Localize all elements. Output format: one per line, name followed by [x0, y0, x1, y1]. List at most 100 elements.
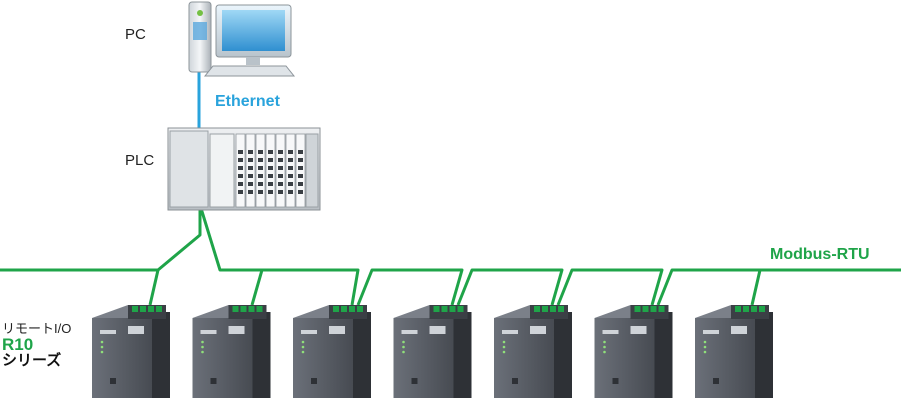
module-status-led — [100, 350, 104, 354]
plc-io-card — [245, 133, 256, 208]
plc-terminal — [248, 182, 253, 186]
module-terminal-green — [156, 306, 162, 312]
plc-terminal — [238, 158, 243, 162]
plc-terminal — [258, 182, 263, 186]
module-status-led — [703, 350, 707, 354]
module-terminal-green — [542, 306, 548, 312]
plc-io-card — [295, 133, 306, 208]
plc-terminal — [288, 166, 293, 170]
r10-module-4 — [393, 305, 472, 398]
trunk-segment-e — [456, 268, 564, 306]
module-status-led — [502, 340, 506, 344]
module-top-bevel — [92, 305, 128, 318]
plc-terminal — [268, 182, 273, 186]
module-status-led — [603, 350, 606, 354]
r10-module-2 — [192, 305, 271, 398]
module-terminal-green — [341, 306, 347, 312]
plc-terminal — [298, 182, 303, 186]
trunk-segment-a — [148, 269, 160, 306]
module-terminal-green — [642, 306, 649, 312]
plc-cpu-unit — [209, 133, 235, 208]
plc-terminal — [278, 150, 283, 154]
plc-terminal — [288, 190, 293, 194]
module-status-led — [603, 345, 606, 349]
plc-end-cap — [305, 133, 319, 208]
pc-monitor-stand — [246, 57, 260, 65]
plc-terminal — [298, 174, 303, 178]
module-logo-plate — [401, 330, 418, 334]
module-terminal-green — [349, 306, 355, 312]
r10-module-7 — [695, 305, 773, 398]
module-status-led — [703, 340, 707, 344]
plc-terminal — [288, 158, 293, 162]
module-terminal-green — [433, 306, 440, 312]
module-terminal-green — [534, 306, 540, 312]
plc-terminal — [248, 166, 253, 170]
plc-terminal — [248, 150, 253, 154]
module-logo-plate — [100, 330, 116, 334]
series-line-1: リモートI/O — [2, 321, 72, 336]
module-top-bevel — [393, 305, 430, 318]
module-name-plate — [630, 326, 647, 334]
trunk-segment-d — [356, 268, 464, 306]
module-connector — [612, 378, 619, 384]
module-status-led — [100, 345, 104, 349]
module-status-led — [301, 350, 305, 354]
plc-terminal — [288, 182, 293, 186]
plc-terminal — [248, 158, 253, 162]
series-line-2: R10 — [2, 334, 34, 354]
pc-monitor-screen — [222, 10, 285, 51]
module-terminal-green — [140, 306, 146, 312]
pc-drive-bay — [193, 22, 207, 40]
plc-terminal — [298, 190, 303, 194]
plc-terminal — [268, 174, 273, 178]
plc-terminal — [238, 174, 243, 178]
module-terminal-green — [232, 306, 239, 312]
module-terminal-green — [558, 306, 564, 312]
module-rear-plate — [353, 312, 371, 398]
module-status-led — [100, 340, 104, 344]
module-rear-plate — [453, 312, 472, 398]
module-terminal-green — [441, 306, 448, 312]
module-logo-plate — [502, 330, 518, 334]
module-name-plate — [128, 326, 144, 334]
plc-terminal — [258, 166, 263, 170]
module-top-bevel — [192, 305, 229, 318]
module-rear-plate — [554, 312, 572, 398]
module-terminal-green — [634, 306, 641, 312]
plc-drop-right — [198, 204, 262, 272]
module-status-led — [603, 340, 606, 344]
module-name-plate — [329, 326, 345, 334]
module-rear-plate — [654, 312, 673, 398]
r10-module-5 — [494, 305, 572, 398]
modbus-bus — [0, 200, 901, 306]
module-status-led — [201, 340, 204, 344]
module-name-plate — [429, 326, 446, 334]
module-status-led — [301, 340, 305, 344]
module-logo-plate — [200, 330, 217, 334]
module-status-led — [301, 345, 305, 349]
module-rear-plate — [755, 312, 773, 398]
plc-rack — [167, 127, 321, 211]
module-connector — [311, 378, 317, 384]
plc-io-card — [285, 133, 296, 208]
plc-terminal — [248, 190, 253, 194]
module-connector — [411, 378, 418, 384]
module-status-led — [502, 350, 506, 354]
module-terminal-green — [132, 306, 138, 312]
plc-io-card — [255, 133, 266, 208]
module-terminal-green — [248, 306, 255, 312]
modbus-label: Modbus-RTU — [770, 246, 870, 263]
series-line-3: シリーズ — [2, 352, 62, 370]
pc-keyboard — [203, 65, 296, 77]
series-caption: リモートI/O R10 シリーズ — [2, 322, 71, 369]
module-terminal-green — [735, 306, 741, 312]
module-name-plate — [228, 326, 245, 334]
plc-terminal — [278, 158, 283, 162]
module-status-led — [402, 345, 405, 349]
plc-terminal — [258, 158, 263, 162]
module-logo-plate — [703, 330, 719, 334]
r10-module-3 — [293, 305, 371, 398]
module-rear-plate — [152, 312, 170, 398]
